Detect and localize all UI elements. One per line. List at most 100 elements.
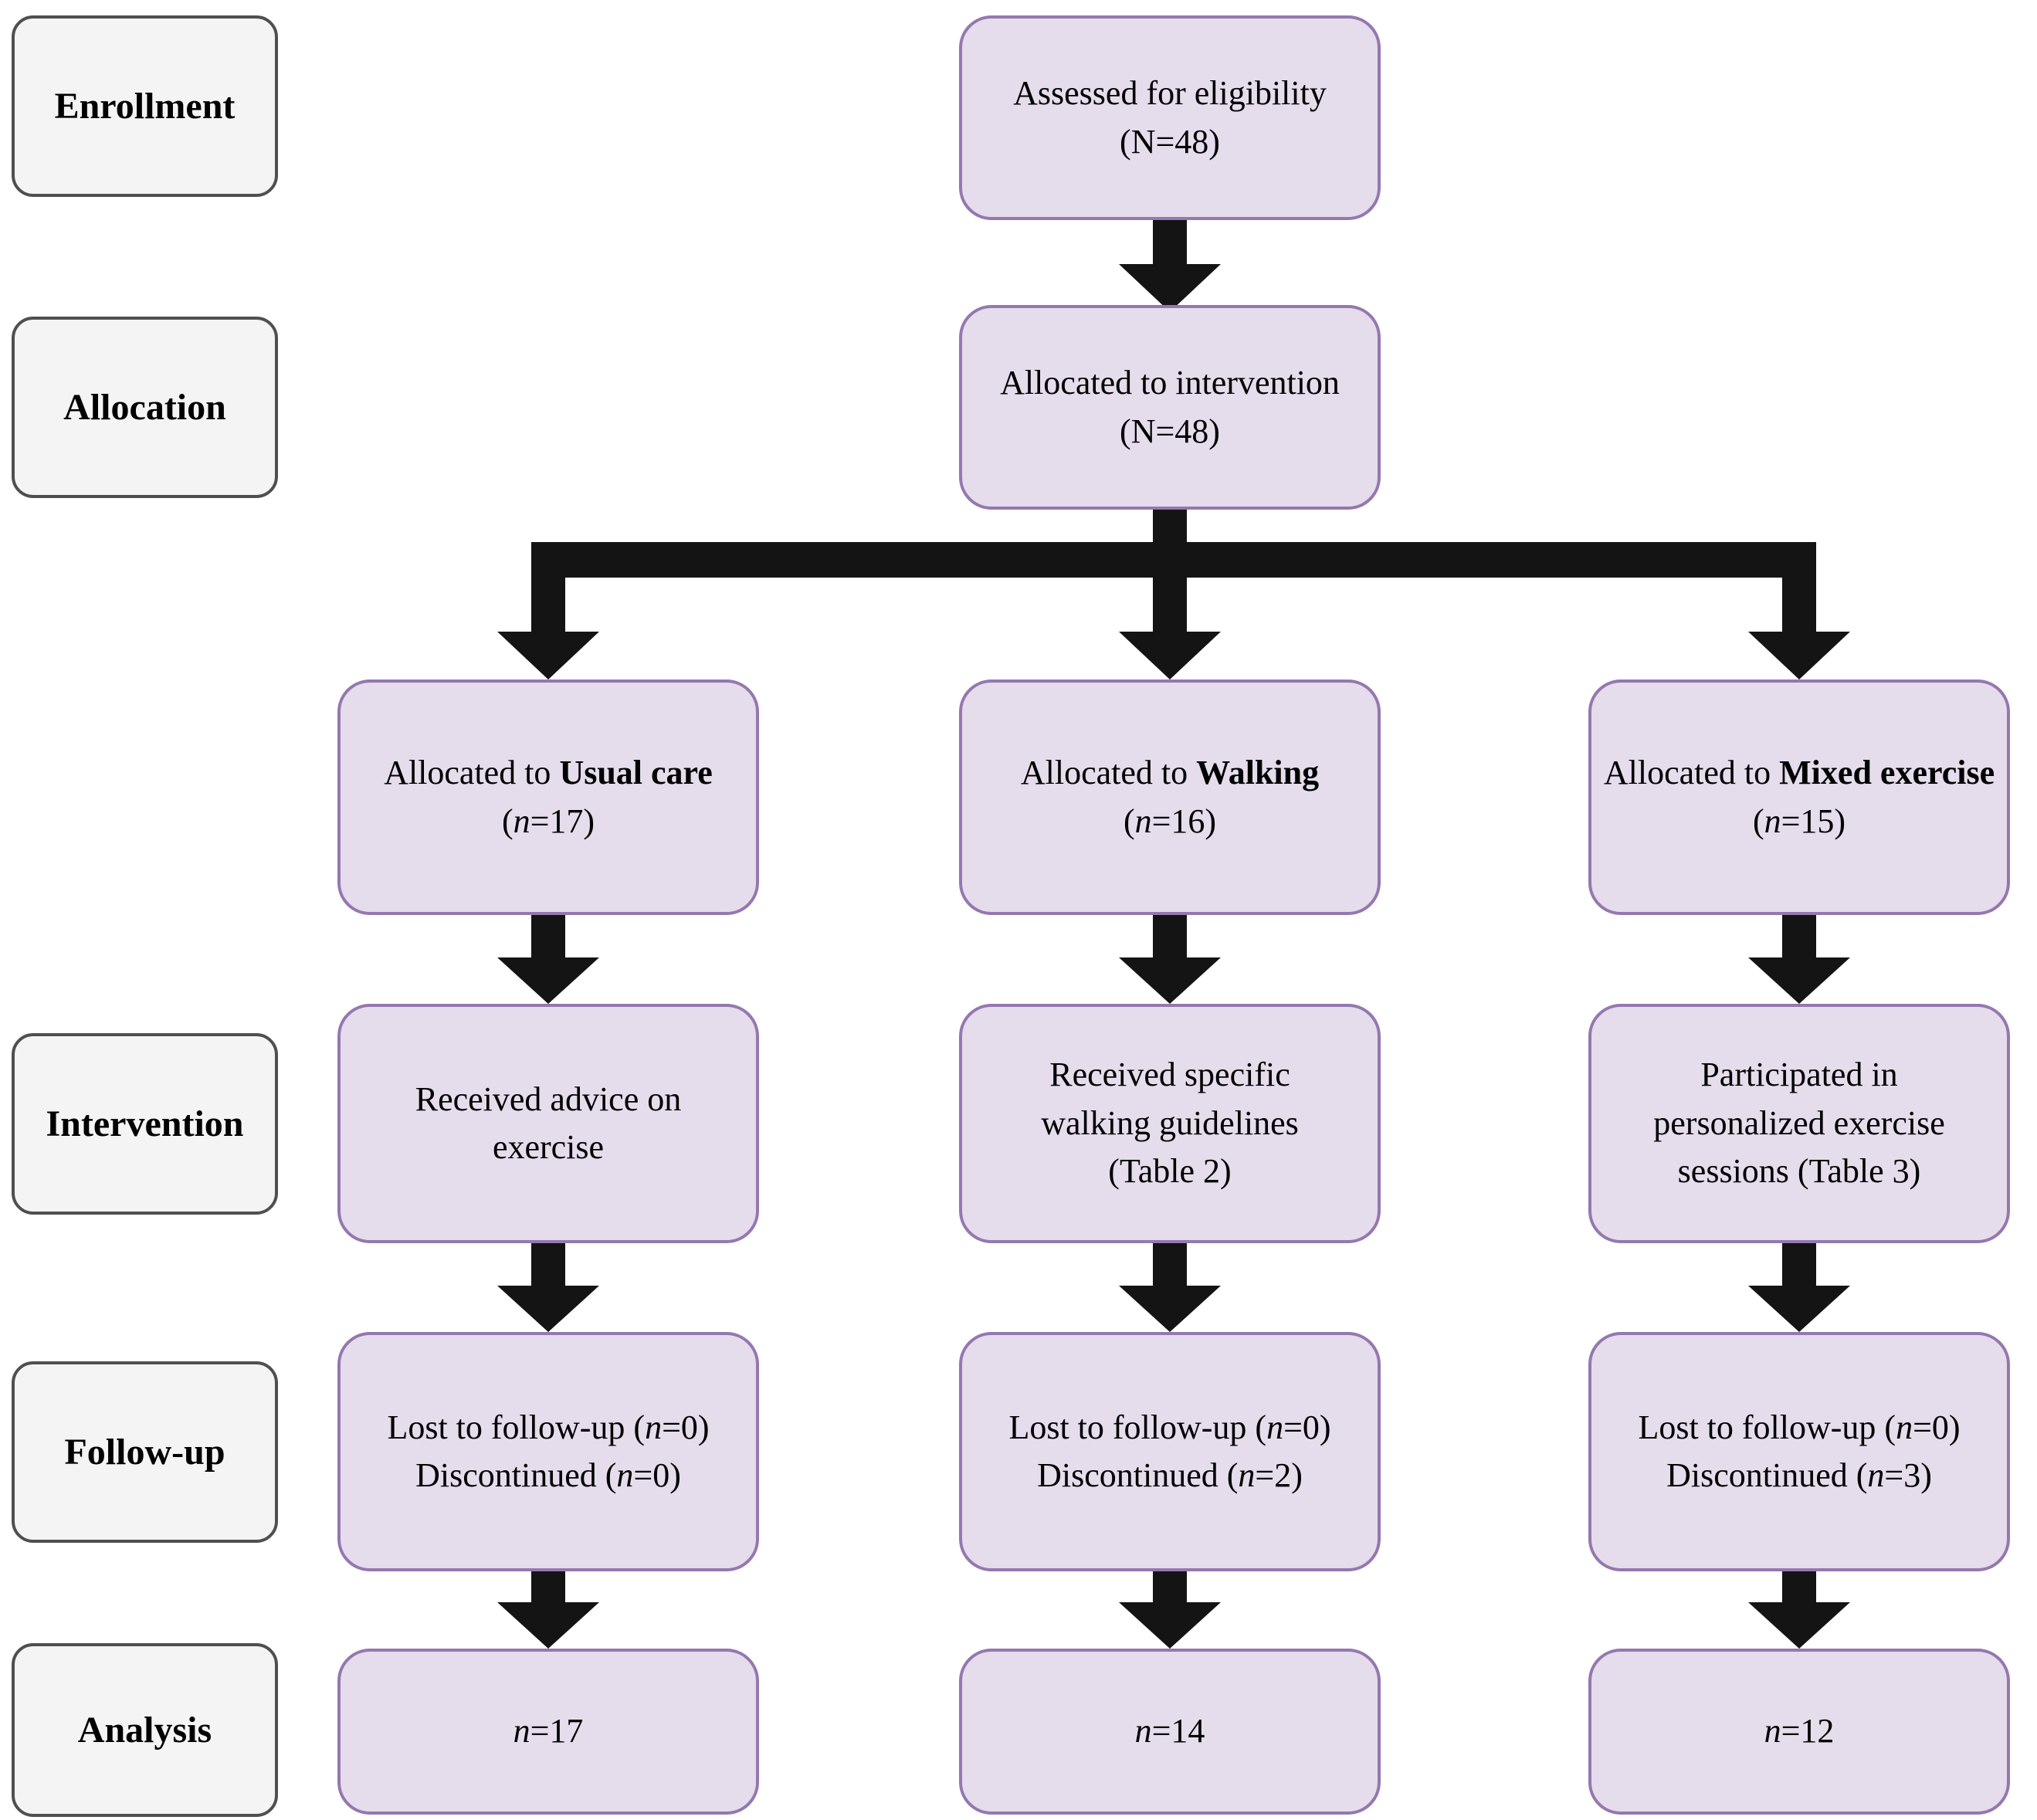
followup-walking-l2-pre: Discontinued (	[1037, 1456, 1239, 1494]
mixed-prefix: Allocated to	[1603, 754, 1780, 792]
followup-mixed-l1-post: =0)	[1913, 1408, 1961, 1446]
intervention-usual-line1: Received advice on	[415, 1079, 682, 1118]
followup-usual-l2-post: =0)	[633, 1456, 681, 1494]
followup-usual-l1-post: =0)	[662, 1408, 710, 1446]
assessed-line1: Assessed for eligibility	[1013, 74, 1327, 113]
intervention-walking-box: Received specific walking guidelines (Ta…	[959, 1004, 1381, 1243]
walking-title-line: Allocated to Walking	[1021, 749, 1319, 797]
stage-label-allocation: Allocation	[12, 317, 278, 498]
followup-walking-line1: Lost to follow-up (n=0)	[1008, 1404, 1330, 1452]
arrow-stem-walking-to-followup	[1153, 1243, 1187, 1286]
followup-walking-box: Lost to follow-up (n=0) Discontinued (n=…	[959, 1332, 1381, 1571]
walking-n-line: (n=16)	[1124, 798, 1216, 846]
allocated-to-intervention-box: Allocated to intervention (N=48)	[959, 305, 1381, 510]
usual-care-prefix: Allocated to	[384, 754, 560, 792]
followup-mixed-l2-n: n	[1867, 1456, 1885, 1494]
arrow-head-walking-to-followup	[1119, 1286, 1221, 1332]
allocated-intervention-line1: Allocated to intervention	[1000, 364, 1340, 402]
intervention-walking-line1: Received specific	[1049, 1056, 1290, 1094]
walking-prefix: Allocated to	[1020, 754, 1197, 792]
followup-usual-care-box: Lost to follow-up (n=0) Discontinued (n=…	[337, 1332, 759, 1571]
arrow-head-walking-to-intervention	[1119, 957, 1221, 1004]
arrow-stem-usual-care-to-followup	[531, 1243, 565, 1286]
analysis-usual-value: =17	[530, 1712, 584, 1751]
stage-label-enrollment: Enrollment	[12, 15, 278, 197]
assessed-for-eligibility-box: Assessed for eligibility (N=48)	[959, 15, 1381, 220]
mixed-group-name: Mixed exercise	[1779, 754, 1995, 792]
analysis-usual-care-box: n=17	[337, 1649, 759, 1815]
followup-mixed-line1: Lost to follow-up (n=0)	[1638, 1404, 1960, 1452]
usual-care-group-name: Usual care	[559, 754, 713, 792]
intervention-mixed-line1: Participated in	[1700, 1056, 1898, 1094]
intervention-walking-line3: (Table 2)	[1108, 1152, 1232, 1191]
arrow-stem-usual-care-to-intervention	[531, 915, 565, 957]
followup-usual-line1: Lost to follow-up (n=0)	[387, 1404, 709, 1452]
arrow-stem-usual-care-to-analysis	[531, 1571, 565, 1602]
arrow-stem-mixed-to-analysis	[1782, 1571, 1816, 1602]
stage-label-followup: Follow-up	[12, 1361, 278, 1543]
analysis-mixed-n: n	[1764, 1712, 1781, 1751]
walking-paren-open: (	[1123, 802, 1135, 840]
intervention-mixed-box: Participated in personalized exercise se…	[1588, 1004, 2010, 1243]
usual-care-n-line: (n=17)	[502, 798, 595, 846]
followup-usual-l2-n: n	[616, 1456, 634, 1494]
arrow-head-usual-care-to-analysis	[497, 1602, 599, 1649]
usual-care-n-symbol: n	[513, 802, 530, 840]
arrow-head-mixed-to-followup	[1748, 1286, 1850, 1332]
intervention-usual-line2: exercise	[492, 1128, 605, 1166]
followup-usual-l1-n: n	[645, 1408, 663, 1446]
intervention-mixed-line3: sessions (Table 3)	[1677, 1152, 1921, 1191]
followup-mixed-l1-pre: Lost to follow-up (	[1638, 1408, 1896, 1446]
mixed-n-line: (n=15)	[1753, 798, 1846, 846]
intervention-walking-line2: walking guidelines	[1041, 1103, 1299, 1142]
mixed-n-symbol: n	[1764, 802, 1781, 840]
arrow-head-usual-care-to-intervention	[497, 957, 599, 1004]
assessed-line2: (N=48)	[1120, 122, 1220, 161]
mixed-paren-open: (	[1752, 802, 1764, 840]
arrow-stem-walking-to-analysis	[1153, 1571, 1187, 1602]
intervention-mixed-line2: personalized exercise	[1653, 1103, 1945, 1142]
usual-care-title-line: Allocated to Usual care	[384, 749, 713, 797]
walking-n-symbol: n	[1134, 802, 1152, 840]
analysis-walking-box: n=14	[959, 1649, 1381, 1815]
allocated-usual-care-box: Allocated to Usual care (n=17)	[337, 680, 759, 915]
followup-walking-l2-n: n	[1238, 1456, 1256, 1494]
arrow-head-to-usual-care	[497, 632, 599, 680]
mixed-title-line: Allocated to Mixed exercise	[1604, 749, 1995, 797]
followup-mixed-box: Lost to follow-up (n=0) Discontinued (n=…	[1588, 1332, 2010, 1571]
usual-care-paren-open: (	[501, 802, 513, 840]
followup-walking-line2: Discontinued (n=2)	[1037, 1452, 1303, 1500]
arrow-stem-assessed-to-allocated	[1153, 220, 1187, 264]
connector-drop-walking	[1153, 578, 1187, 632]
followup-walking-l1-post: =0)	[1283, 1408, 1331, 1446]
followup-mixed-line2: Discontinued (n=3)	[1666, 1452, 1932, 1500]
analysis-walking-value: =14	[1151, 1712, 1205, 1751]
analysis-usual-line: n=17	[513, 1707, 584, 1755]
walking-n-value: =16)	[1151, 802, 1217, 840]
connector-drop-usual-care	[531, 578, 565, 632]
analysis-mixed-line: n=12	[1764, 1707, 1835, 1755]
connector-stem-from-allocation	[1153, 510, 1187, 542]
connector-drop-mixed-exercise	[1782, 578, 1816, 632]
analysis-walking-line: n=14	[1135, 1707, 1205, 1755]
followup-usual-l1-pre: Lost to follow-up (	[387, 1408, 646, 1446]
arrow-head-mixed-to-analysis	[1748, 1602, 1850, 1649]
arrow-stem-mixed-to-followup	[1782, 1243, 1816, 1286]
arrow-head-mixed-to-intervention	[1748, 957, 1850, 1004]
stage-label-analysis: Analysis	[12, 1643, 278, 1817]
arrow-stem-mixed-to-intervention	[1782, 915, 1816, 957]
walking-group-name: Walking	[1196, 754, 1320, 792]
allocated-walking-box: Allocated to Walking (n=16)	[959, 680, 1381, 915]
analysis-usual-n: n	[513, 1712, 530, 1751]
arrow-head-walking-to-analysis	[1119, 1602, 1221, 1649]
followup-usual-l2-pre: Discontinued (	[415, 1456, 617, 1494]
arrow-head-to-mixed-exercise	[1748, 632, 1850, 680]
allocated-intervention-line2: (N=48)	[1120, 412, 1220, 450]
mixed-n-value: =15)	[1781, 802, 1846, 840]
allocated-mixed-exercise-box: Allocated to Mixed exercise (n=15)	[1588, 680, 2010, 915]
connector-horizontal-bar	[531, 542, 1816, 578]
followup-mixed-l1-n: n	[1896, 1408, 1913, 1446]
followup-mixed-l2-post: =3)	[1884, 1456, 1932, 1494]
intervention-usual-care-box: Received advice on exercise	[337, 1004, 759, 1243]
